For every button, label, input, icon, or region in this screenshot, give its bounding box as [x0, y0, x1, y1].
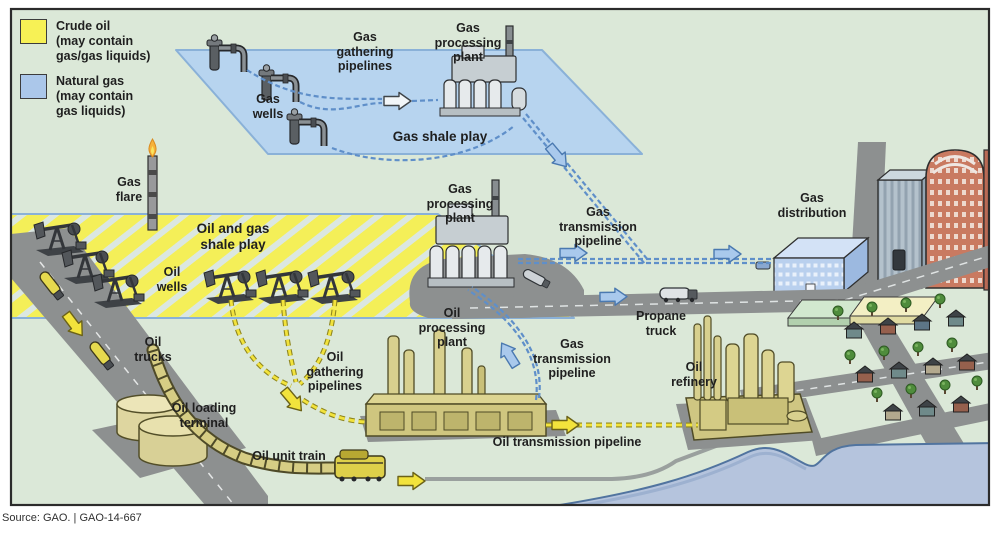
- gas-pipelines: [246, 69, 774, 401]
- propane-truck: [659, 287, 698, 303]
- gas-distribution-building: [772, 236, 870, 294]
- rail-line: [425, 441, 725, 481]
- gas-processing-plant-1: [439, 25, 527, 117]
- gas-processing-plant-2: [427, 179, 515, 288]
- source-line: Source: GAO. | GAO-14-667: [2, 512, 142, 524]
- oil-processing-plant: [360, 329, 566, 442]
- oil-truck: [89, 341, 114, 371]
- residential-houses: [843, 309, 978, 421]
- tanker-truck: [522, 268, 551, 289]
- oil-loading-terminal: [92, 394, 246, 478]
- crude-oil-swatch: [20, 19, 47, 44]
- oil-refinery: [676, 315, 822, 450]
- figure-border: [9, 7, 991, 507]
- oil-unit-train: [146, 343, 386, 482]
- gas-flare-icon: [147, 137, 158, 231]
- legend-item-natural-gas: Natural gas (may contain gas liquids): [20, 74, 133, 118]
- natural-gas-label: Natural gas (may contain gas liquids): [56, 74, 134, 118]
- natural-gas-swatch: [20, 74, 47, 99]
- red-slab: [983, 149, 989, 291]
- water: [559, 442, 989, 505]
- trucks: [39, 268, 698, 371]
- crude-oil-label: Crude oil (may contain gas/gas liquids): [56, 19, 151, 63]
- oil-pipelines: [228, 299, 698, 428]
- legend-item-crude-oil: Crude oil (may contain gas/gas liquids): [20, 19, 150, 63]
- city-truck: [892, 249, 906, 271]
- oil-truck: [39, 271, 64, 301]
